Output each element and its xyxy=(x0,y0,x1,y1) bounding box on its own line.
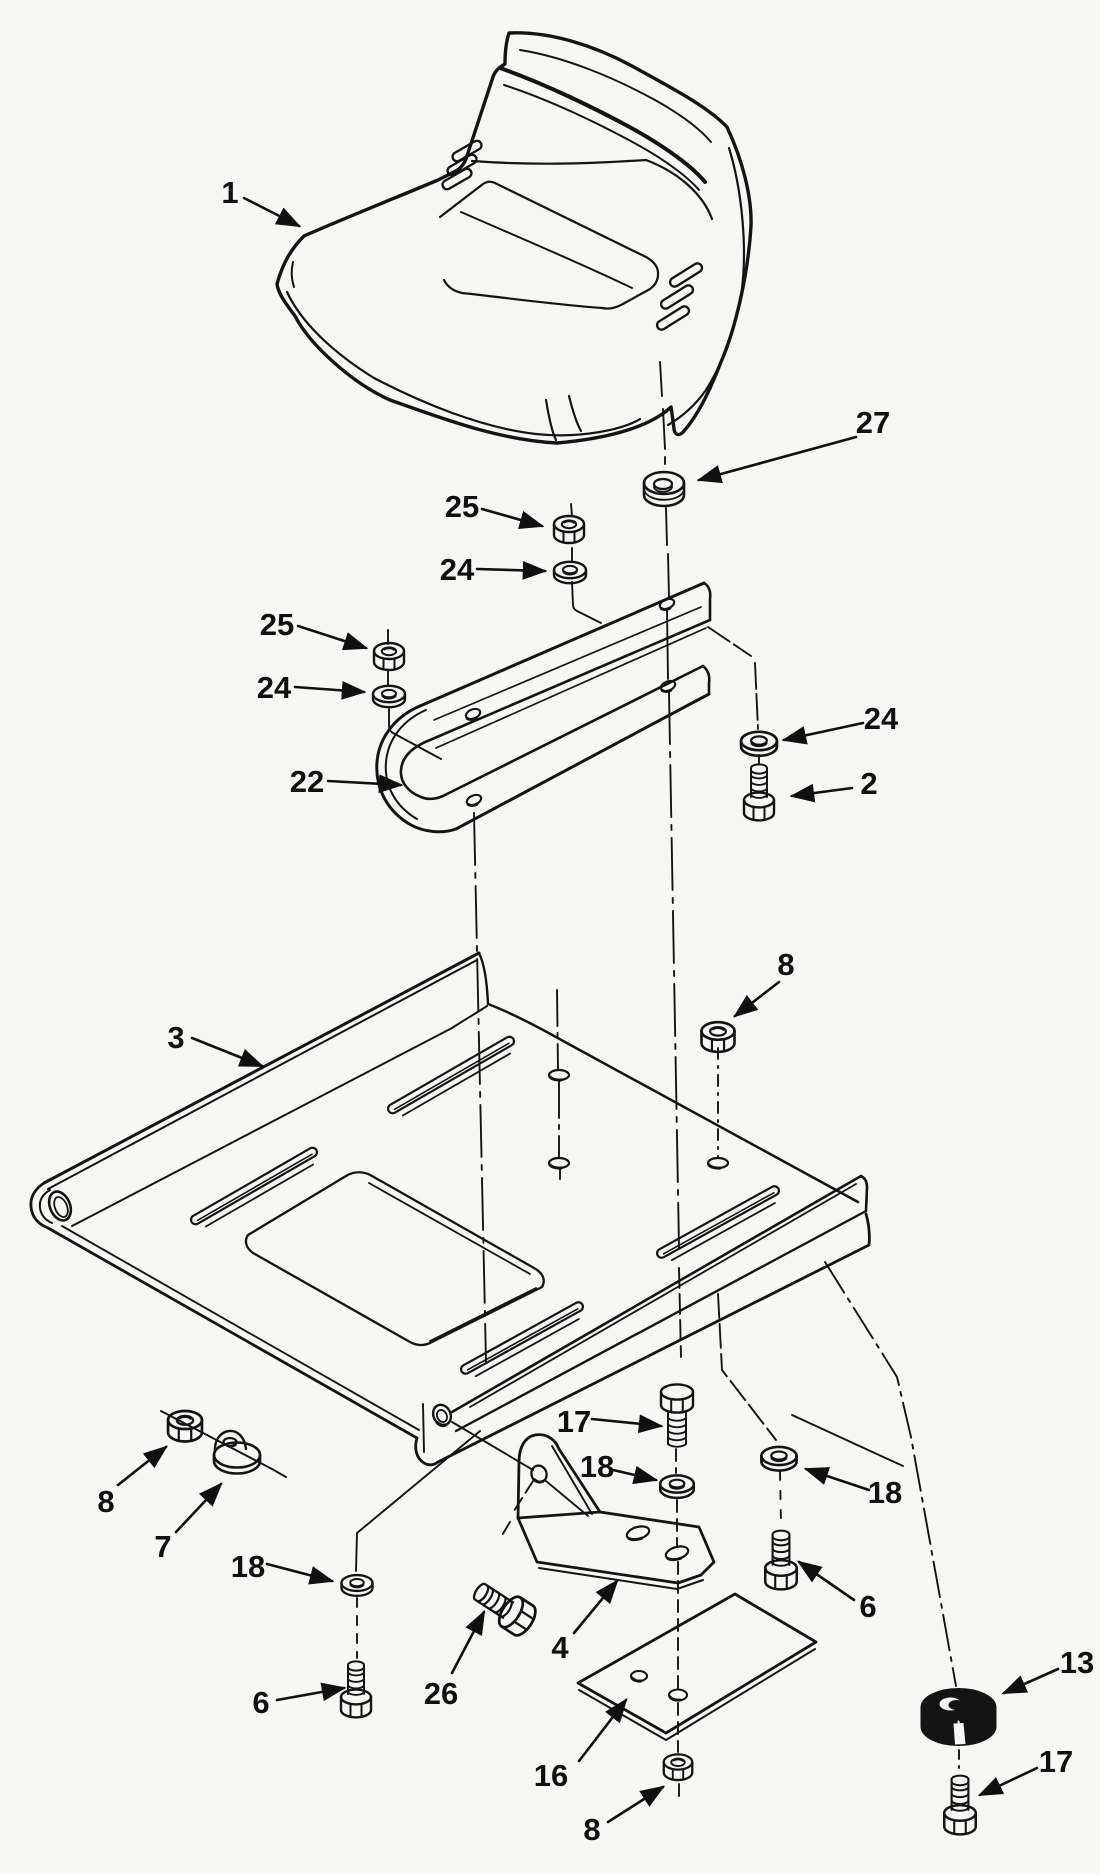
svg-text:3: 3 xyxy=(167,1020,184,1055)
svg-text:8: 8 xyxy=(583,1812,600,1847)
svg-text:1: 1 xyxy=(221,175,238,210)
svg-text:22: 22 xyxy=(290,764,324,799)
svg-text:25: 25 xyxy=(445,489,479,524)
svg-text:4: 4 xyxy=(551,1630,569,1665)
svg-text:24: 24 xyxy=(864,701,899,736)
svg-text:24: 24 xyxy=(440,552,475,587)
svg-text:6: 6 xyxy=(252,1685,269,1720)
svg-text:16: 16 xyxy=(534,1758,568,1793)
svg-text:7: 7 xyxy=(154,1529,171,1564)
svg-text:8: 8 xyxy=(777,947,794,982)
svg-text:24: 24 xyxy=(257,670,292,705)
svg-text:26: 26 xyxy=(424,1676,458,1711)
svg-text:18: 18 xyxy=(580,1449,614,1484)
svg-text:25: 25 xyxy=(260,607,294,642)
svg-text:17: 17 xyxy=(1039,1744,1073,1779)
svg-text:27: 27 xyxy=(856,405,890,440)
svg-text:8: 8 xyxy=(97,1484,114,1519)
svg-text:17: 17 xyxy=(557,1404,591,1439)
svg-text:18: 18 xyxy=(231,1549,265,1584)
svg-text:6: 6 xyxy=(859,1589,876,1624)
svg-text:13: 13 xyxy=(1060,1645,1094,1680)
svg-text:18: 18 xyxy=(868,1475,902,1510)
svg-text:2: 2 xyxy=(860,766,877,801)
